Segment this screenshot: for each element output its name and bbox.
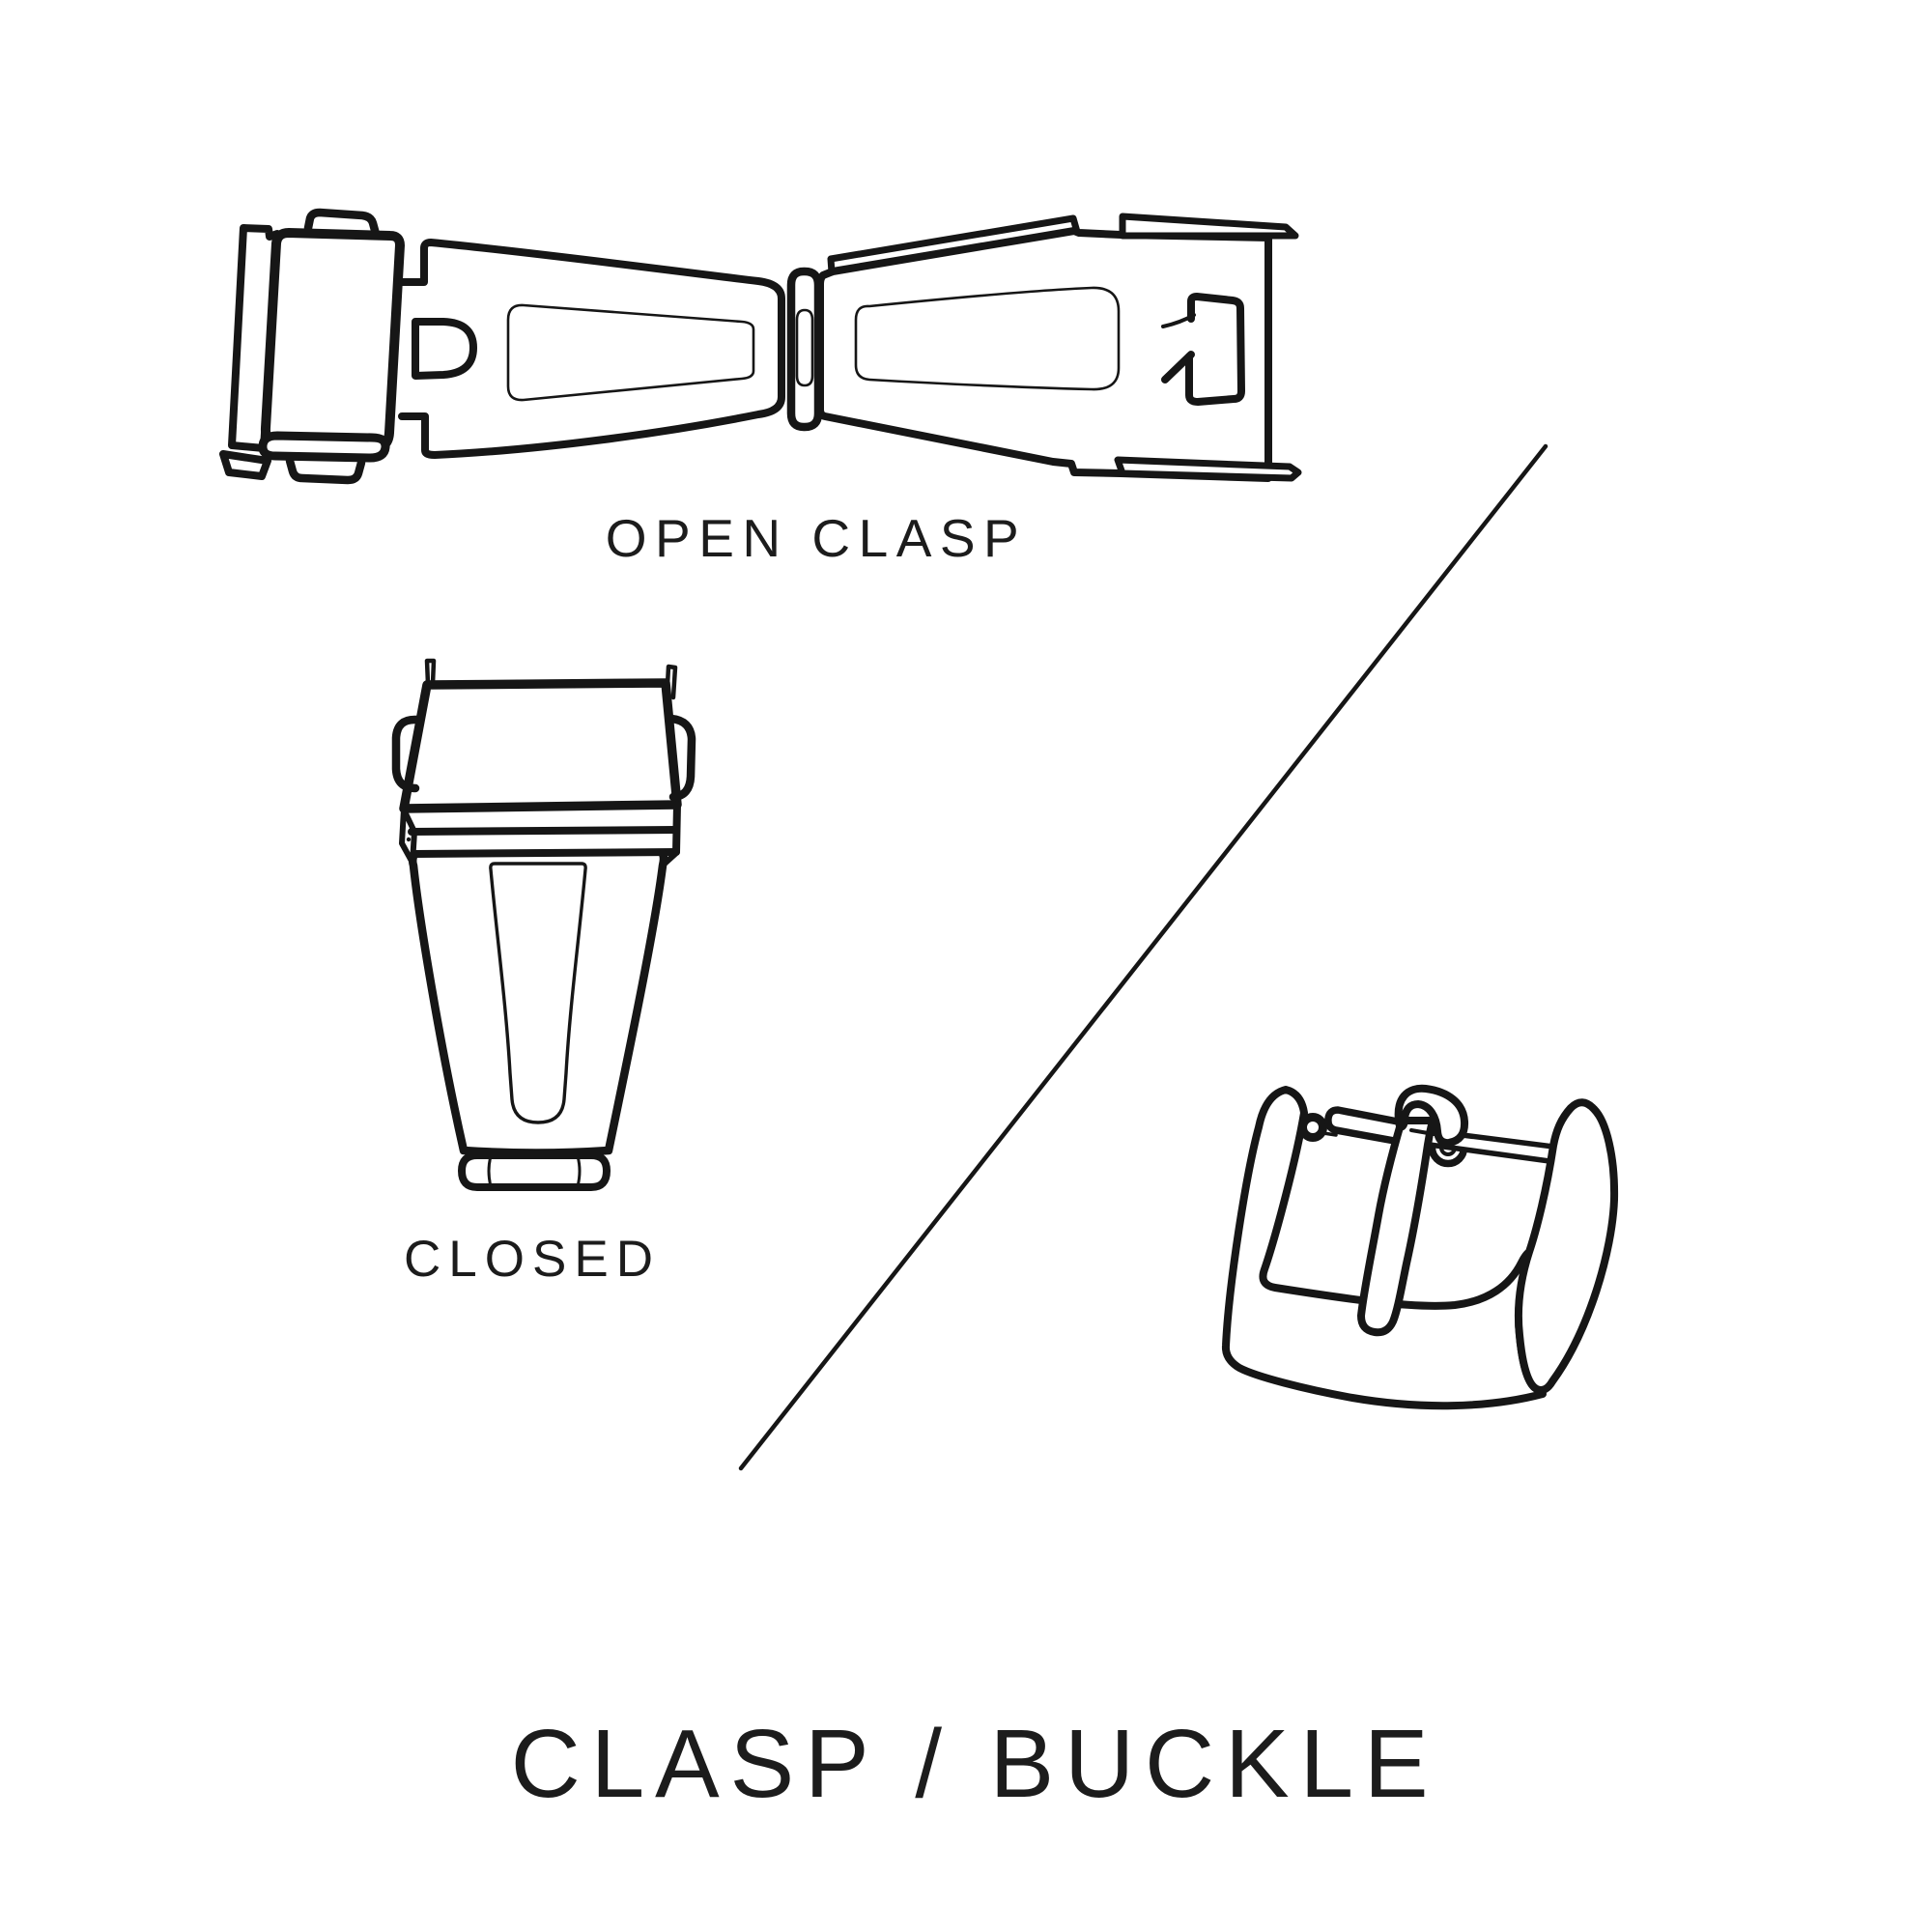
svg-text:CLASP / BUCKLE: CLASP / BUCKLE: [511, 1710, 1439, 1818]
svg-text:CLOSED: CLOSED: [404, 1231, 661, 1288]
svg-text:OPEN CLASP: OPEN CLASP: [606, 508, 1028, 568]
